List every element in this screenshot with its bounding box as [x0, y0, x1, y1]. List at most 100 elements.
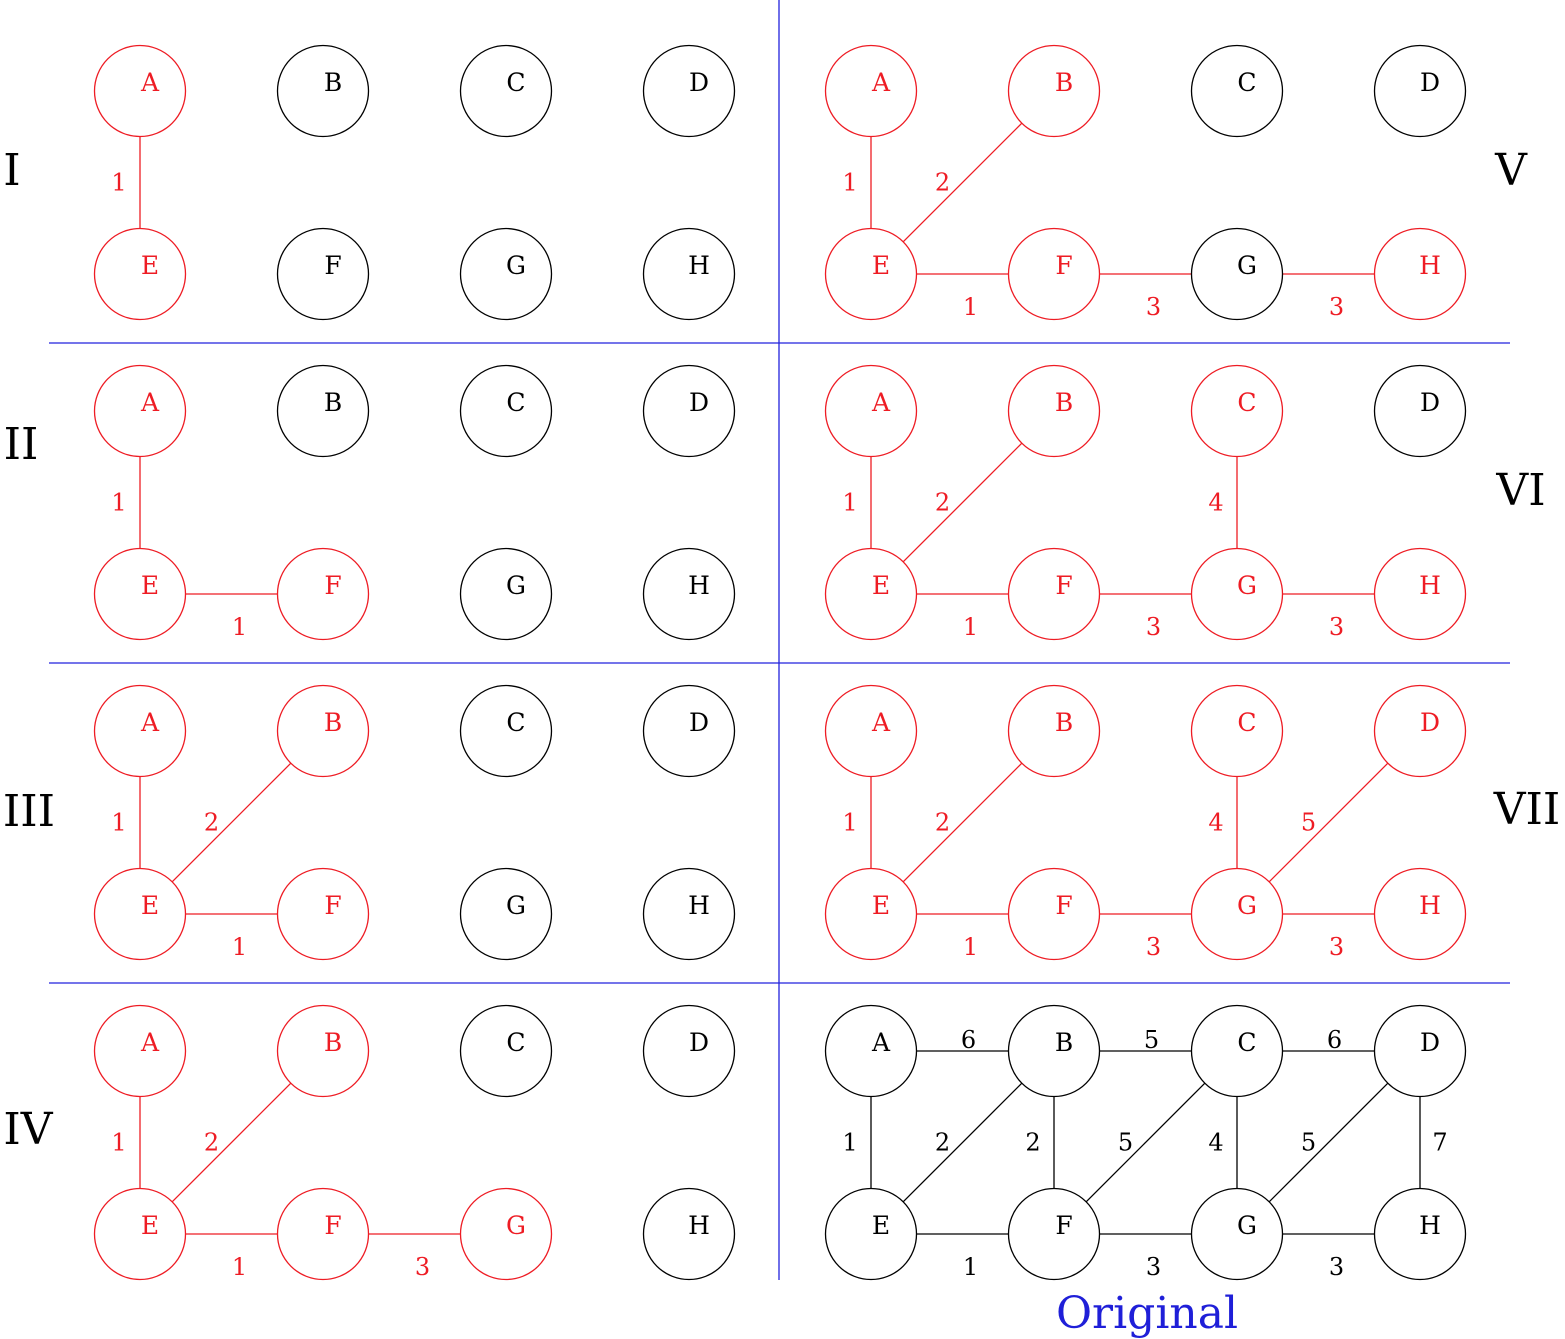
node-label: C: [1237, 1028, 1256, 1057]
node-circle: [1373, 1004, 1467, 1098]
node-label: B: [324, 708, 342, 737]
edge-weight-E-F: 1: [232, 933, 247, 961]
node-A: A: [824, 684, 918, 778]
original-caption: Original: [1056, 1288, 1238, 1339]
node-circle: [459, 1004, 553, 1098]
edge-weight-E-F: 1: [232, 1253, 247, 1281]
edge-weight-C-F: 5: [1118, 1129, 1133, 1157]
node-B: B: [276, 44, 370, 138]
node-circle: [642, 1004, 736, 1098]
node-F: F: [276, 867, 370, 961]
node-circle: [1373, 44, 1467, 138]
node-G: G: [1190, 1187, 1284, 1281]
node-label: E: [872, 891, 890, 920]
node-E: E: [824, 867, 918, 961]
node-H: H: [1373, 547, 1467, 641]
node-B: B: [276, 684, 370, 778]
edge-weight-E-F: 1: [963, 613, 978, 641]
panel-separators: [49, 0, 1510, 1280]
edge-weight-B-E: 2: [935, 169, 950, 197]
edge-weight-B-E: 2: [204, 809, 219, 837]
node-label: G: [1237, 251, 1257, 280]
node-circle: [1190, 867, 1284, 961]
edge-weight-B-E: 2: [204, 1129, 219, 1157]
node-C: C: [1190, 364, 1284, 458]
edge-weight-B-F: 2: [1025, 1129, 1040, 1157]
node-label: C: [506, 388, 525, 417]
node-G: G: [459, 1187, 553, 1281]
node-label: A: [871, 708, 891, 737]
node-E: E: [93, 547, 187, 641]
node-circle: [1007, 44, 1101, 138]
node-label: D: [689, 708, 709, 737]
node-circle: [1007, 684, 1101, 778]
node-circle: [1007, 867, 1101, 961]
node-D: D: [1373, 44, 1467, 138]
node-E: E: [824, 547, 918, 641]
edge-B-E: [171, 762, 292, 883]
node-circle: [93, 547, 187, 641]
edge-D-G: [1268, 1082, 1389, 1203]
node-circle: [459, 44, 553, 138]
node-label: F: [324, 251, 341, 280]
node-label: H: [688, 571, 710, 600]
node-circle: [276, 684, 370, 778]
node-label: G: [506, 571, 526, 600]
node-A: A: [93, 364, 187, 458]
node-circle: [642, 227, 736, 321]
node-G: G: [459, 547, 553, 641]
node-B: B: [1007, 44, 1101, 138]
node-C: C: [1190, 1004, 1284, 1098]
node-circle: [824, 1004, 918, 1098]
node-circle: [1007, 547, 1101, 641]
node-circle: [1190, 44, 1284, 138]
node-circle: [1190, 1004, 1284, 1098]
node-circle: [93, 1187, 187, 1281]
node-label: H: [688, 891, 710, 920]
edge-weight-B-E: 2: [935, 489, 950, 517]
edge-weight-B-C: 5: [1144, 1026, 1159, 1054]
node-label: A: [140, 388, 160, 417]
node-B: B: [276, 1004, 370, 1098]
node-label: D: [1420, 68, 1440, 97]
node-label: G: [1237, 891, 1257, 920]
node-label: B: [324, 68, 342, 97]
edge-weight-D-H: 7: [1432, 1129, 1447, 1157]
node-label: E: [872, 251, 890, 280]
node-circle: [276, 44, 370, 138]
node-label: E: [141, 571, 159, 600]
node-circle: [824, 867, 918, 961]
node-A: A: [824, 1004, 918, 1098]
edge-B-E: [902, 1082, 1023, 1203]
node-label: C: [506, 68, 525, 97]
node-A: A: [93, 684, 187, 778]
panel-label-V: V: [1494, 145, 1528, 196]
node-H: H: [1373, 227, 1467, 321]
node-D: D: [1373, 1004, 1467, 1098]
node-E: E: [93, 227, 187, 321]
node-label: B: [1055, 1028, 1073, 1057]
panel-label-IV: IV: [3, 1104, 53, 1155]
node-B: B: [1007, 364, 1101, 458]
node-circle: [93, 867, 187, 961]
node-E: E: [93, 1187, 187, 1281]
node-F: F: [1007, 547, 1101, 641]
node-D: D: [642, 1004, 736, 1098]
node-circle: [1190, 227, 1284, 321]
node-H: H: [642, 867, 736, 961]
edge-C-F: [1085, 1082, 1206, 1203]
edge-weight-F-G: 3: [1146, 933, 1161, 961]
node-label: F: [1055, 571, 1072, 600]
node-D: D: [1373, 684, 1467, 778]
node-circle: [824, 227, 918, 321]
node-label: H: [1419, 571, 1441, 600]
node-circle: [459, 547, 553, 641]
edge-weight-A-E: 1: [111, 1129, 126, 1157]
node-label: B: [324, 1028, 342, 1057]
edge-weight-F-G: 3: [1146, 1253, 1161, 1281]
edge-weight-A-E: 1: [842, 169, 857, 197]
